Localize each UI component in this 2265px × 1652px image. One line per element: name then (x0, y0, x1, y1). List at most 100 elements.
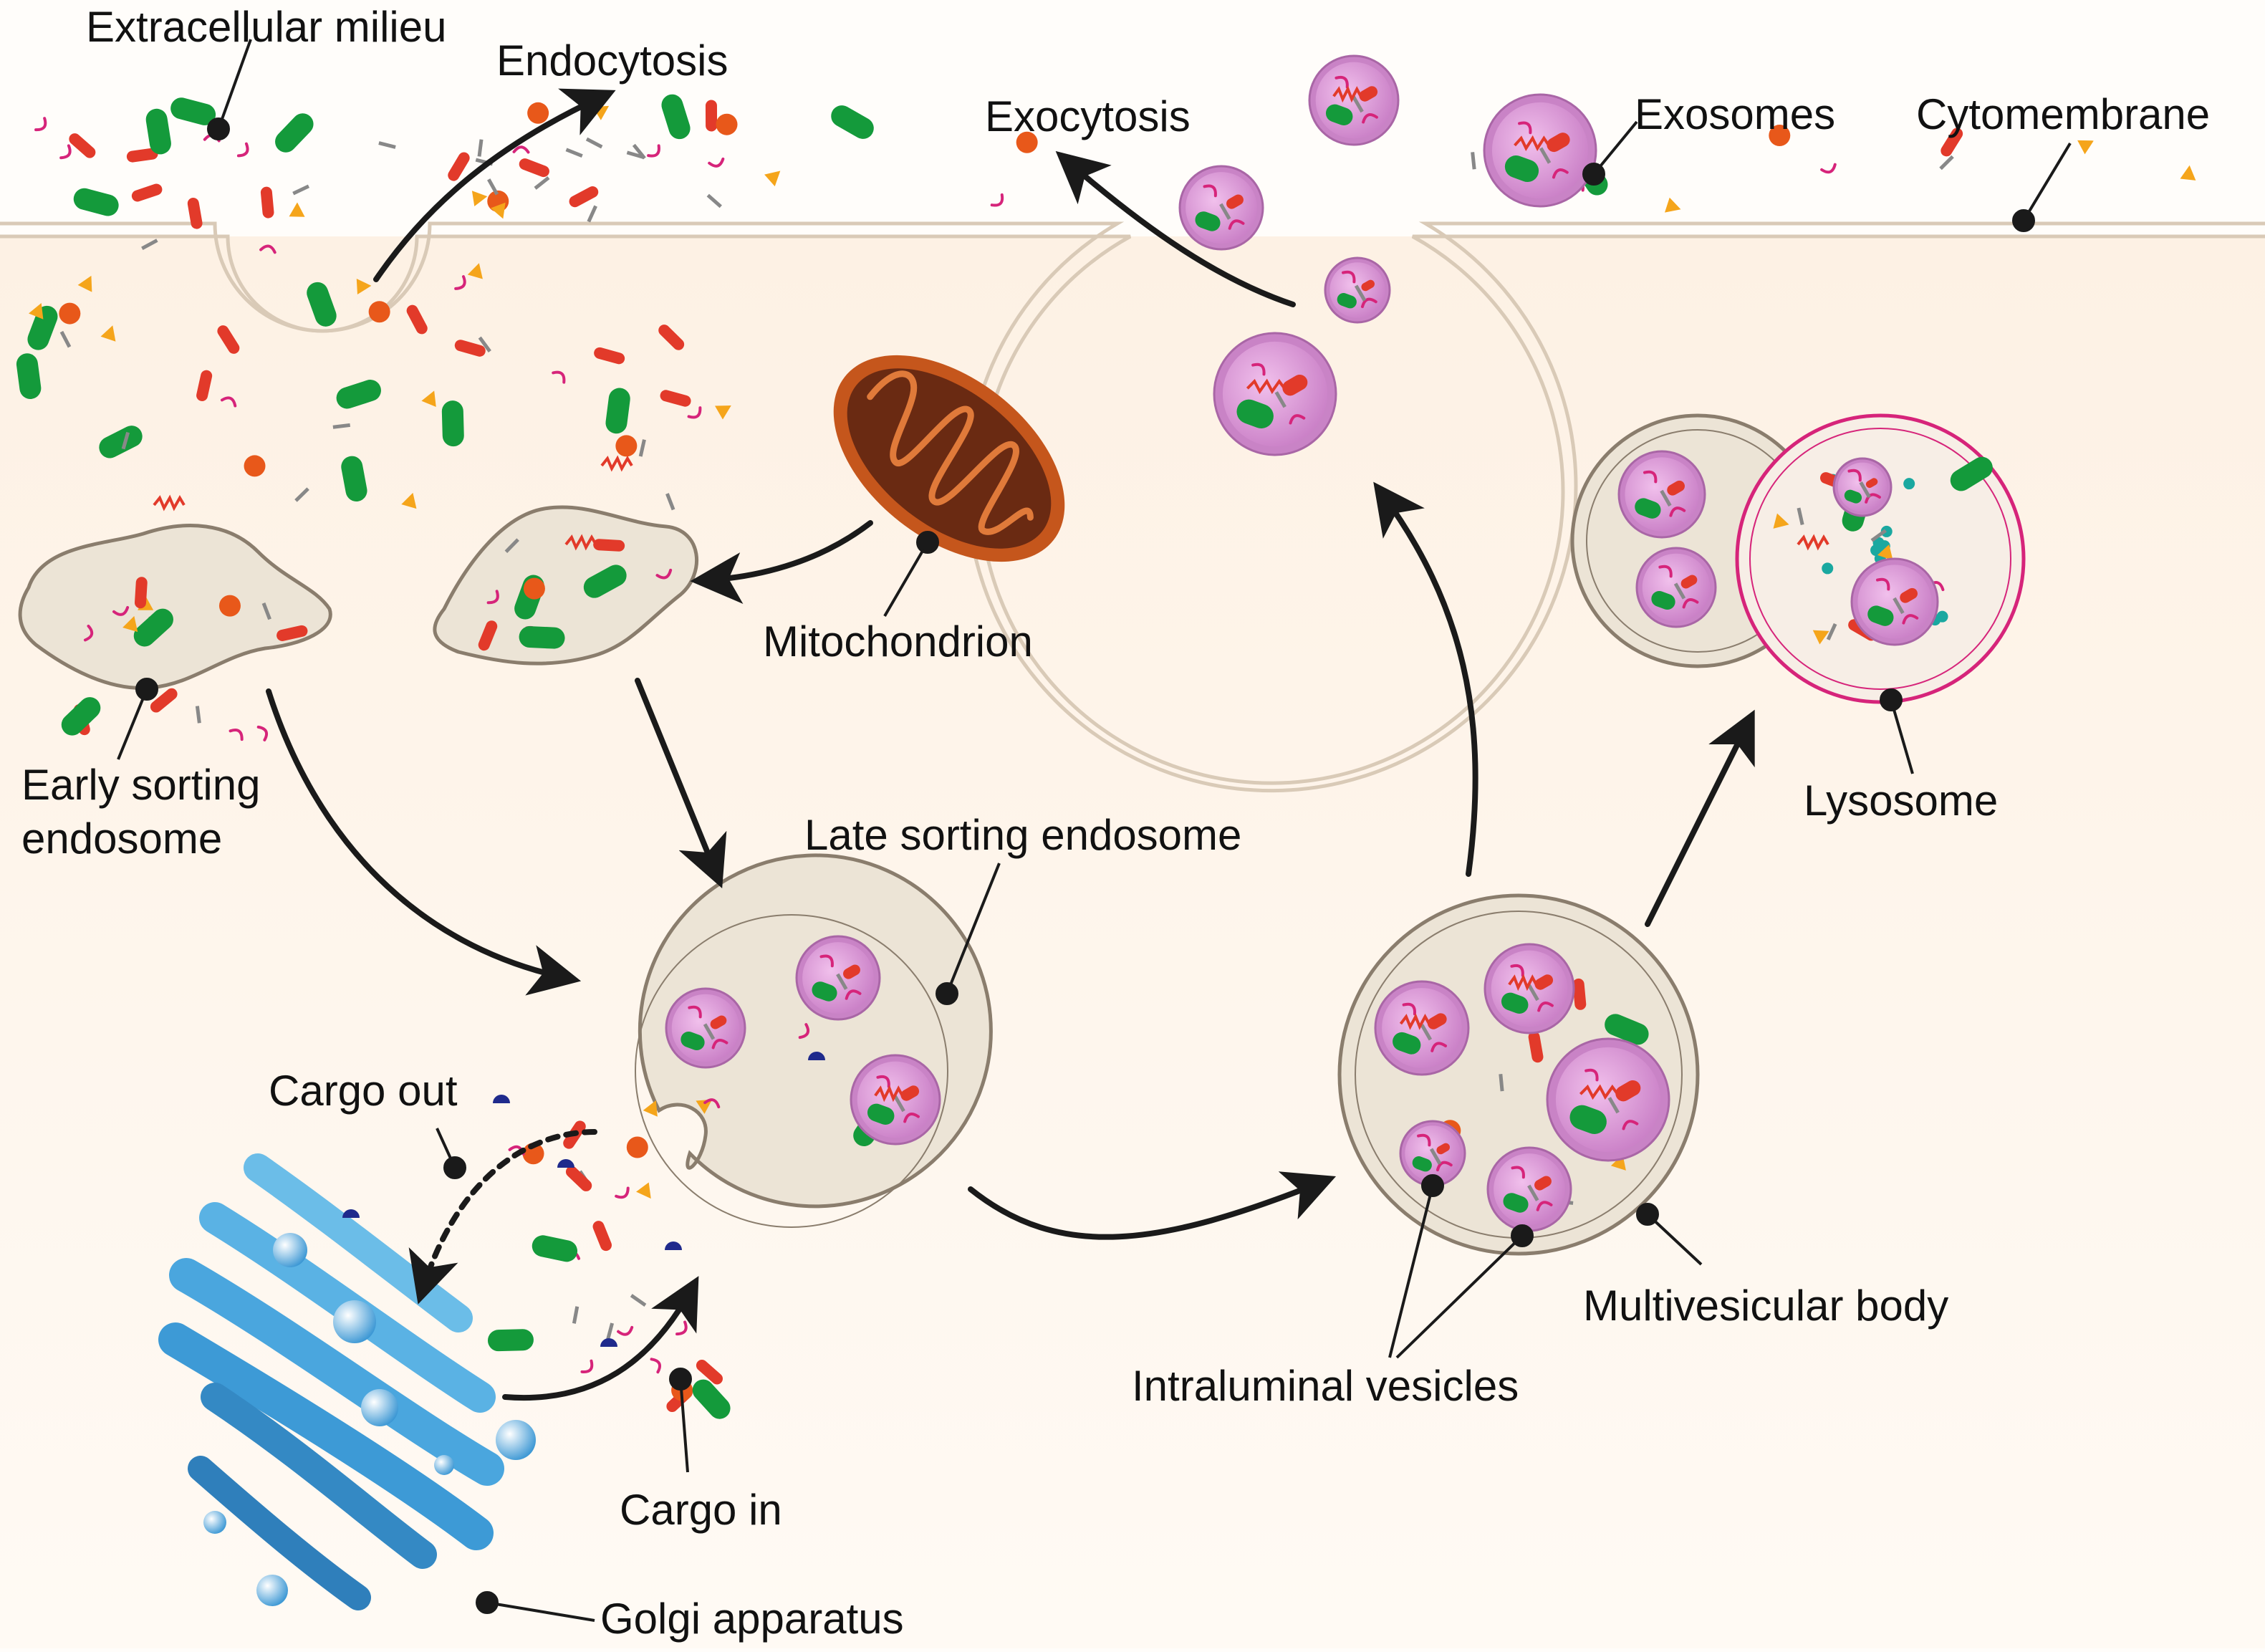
arc-cargo (708, 157, 725, 168)
green-cargo (831, 105, 874, 139)
rna-squiggle (874, 1085, 904, 1103)
red-cargo (696, 1360, 723, 1385)
arrow-mvb-to-exocytosis (1373, 481, 1478, 877)
dot-cargo (523, 577, 545, 600)
dash-cargo (836, 973, 848, 990)
arc-cargo (1511, 1166, 1525, 1179)
arc-cargo (1552, 168, 1569, 179)
vesicle-layer (665, 54, 1939, 1232)
arrow-mvb-to-lysosome (1645, 709, 1755, 927)
rna-squiggle (1399, 1013, 1430, 1030)
arc-cargo (83, 624, 94, 642)
dash-cargo (378, 141, 396, 149)
red-cargo (134, 577, 148, 609)
dot-cargo (244, 455, 266, 477)
dash-cargo (1797, 507, 1804, 526)
red-cargo (1615, 1080, 1641, 1102)
green-cargo (812, 981, 837, 1002)
green-cargo (441, 400, 464, 447)
arc-cargo (1820, 163, 1837, 174)
arc-cargo (1342, 270, 1356, 284)
triangle-cargo (714, 405, 731, 420)
red-cargo (1534, 974, 1554, 990)
triangle-cargo (471, 191, 488, 207)
arrow-cargo-out (408, 1129, 597, 1305)
dot-cargo (527, 102, 549, 124)
red-cargo (1427, 1013, 1447, 1029)
dash-cargo (587, 205, 597, 223)
arc-cargo (655, 568, 673, 580)
arc-cargo (1360, 297, 1377, 309)
red-cargo (565, 1166, 592, 1191)
early-sorting-endosome (18, 524, 332, 690)
red-cargo (900, 1085, 920, 1101)
arc-cargo (1203, 184, 1217, 198)
arc-cargo (1902, 614, 1919, 625)
dash-cargo (1870, 529, 1887, 542)
arrow-late-to-mvb (968, 1171, 1337, 1240)
blue-cargo (665, 1242, 682, 1250)
arc-cargo (1251, 362, 1266, 376)
red-cargo (594, 347, 625, 365)
label-mitochondrion: Mitochondrion (763, 618, 1033, 666)
arc-cargo (454, 275, 466, 290)
label-early-sorting-endosome: Early sorting endosome (21, 761, 261, 863)
triangle-cargo (1665, 197, 1681, 213)
dash-cargo (294, 487, 309, 502)
triangle-cargo (1812, 630, 1829, 645)
triangle-cargo (1773, 513, 1789, 529)
dash-cargo (1893, 597, 1905, 615)
rna-squiggle (564, 534, 597, 551)
triangle-cargo (100, 325, 116, 342)
red-cargo (710, 1015, 727, 1029)
green-cargo (16, 353, 42, 399)
arc-cargo (220, 396, 237, 408)
red-cargo (1534, 1176, 1552, 1191)
red-cargo (448, 152, 470, 181)
red-cargo (406, 304, 428, 335)
arc-cargo (819, 954, 834, 968)
triangle-cargo (356, 278, 372, 294)
arc-cargo (229, 729, 244, 741)
green-cargo (1867, 605, 1894, 626)
green-cargo (1236, 399, 1274, 428)
dash-cargo (1939, 155, 1954, 171)
label-endocytosis: Endocytosis (496, 37, 728, 85)
dash-cargo (487, 178, 499, 196)
leader-lines (117, 39, 2072, 1622)
arc-cargo (1417, 1133, 1431, 1147)
dash-cargo (478, 336, 491, 352)
red-cargo (196, 370, 213, 401)
dash-cargo (1219, 203, 1231, 220)
extracellular-space (0, 0, 2265, 222)
label-lysosome: Lysosome (1804, 777, 1999, 825)
red-cargo (1680, 575, 1698, 589)
dash-cargo (1527, 1184, 1539, 1201)
red-cargo (1436, 1143, 1450, 1155)
label-golgi-apparatus: Golgi apparatus (600, 1595, 904, 1643)
arc-cargo (1643, 470, 1658, 484)
green-cargo (487, 1329, 534, 1352)
green-cargo (99, 426, 143, 458)
arc-cargo (236, 142, 249, 158)
dash-cargo (332, 423, 351, 429)
blue-cargo (342, 1209, 360, 1218)
arc-cargo (1228, 219, 1245, 230)
arc-cargo (256, 725, 269, 741)
green-cargo (1325, 104, 1353, 126)
dot-cargo (368, 301, 390, 323)
arc-cargo (903, 1113, 920, 1123)
dash-cargo (1660, 489, 1672, 507)
label-extracellular-milieu: Extracellular milieu (86, 3, 447, 51)
triangle-cargo (1877, 544, 1893, 561)
dash-cargo (1826, 623, 1837, 640)
red-cargo (569, 186, 599, 208)
dash-cargo (630, 1294, 647, 1307)
triangle-cargo (401, 492, 417, 509)
arc-cargo (1658, 565, 1673, 578)
arc-cargo (512, 145, 530, 154)
arc-cargo (1537, 1002, 1554, 1012)
green-cargo (692, 1379, 731, 1419)
dash-cargo (1274, 391, 1287, 408)
dash-cargo (626, 150, 645, 159)
